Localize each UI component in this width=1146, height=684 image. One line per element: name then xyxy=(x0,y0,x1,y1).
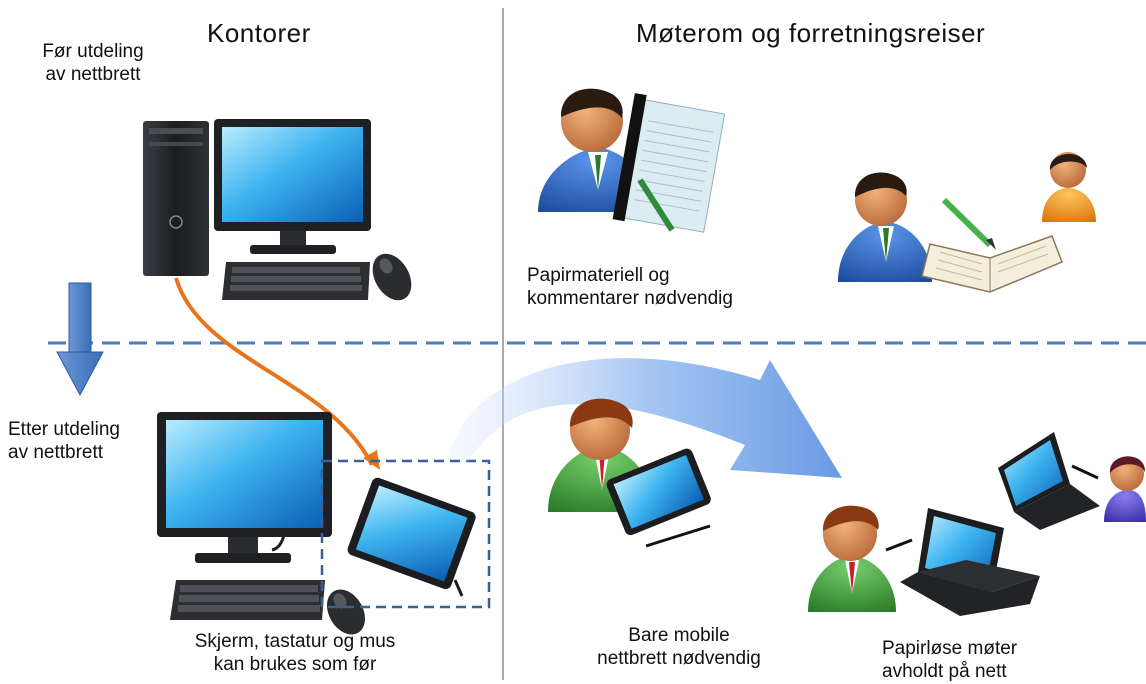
open-book-icon xyxy=(921,197,1063,293)
remote-laptop-icon xyxy=(998,432,1100,530)
offices-header: Kontorer xyxy=(207,18,311,48)
reuse-caption: Skjerm, tastatur og mus kan brukes som f… xyxy=(170,630,420,676)
remote-woman-icon xyxy=(1104,456,1146,522)
before-label-line2: av nettbrett xyxy=(45,64,141,85)
after-label-line1: Etter utdeling xyxy=(8,419,120,440)
person-with-book-icon xyxy=(838,172,932,282)
desktop-computer-icon xyxy=(143,119,412,301)
tablet-caption: Bare mobile nettbrett nødvendig xyxy=(574,624,784,670)
curved-blue-arrow xyxy=(448,358,842,478)
keyboard-icon xyxy=(170,580,325,620)
person-with-tablet-icon xyxy=(548,398,711,548)
paper-caption-line2: kommentarer nødvendig xyxy=(527,288,733,309)
paperless-caption-line1: Papirløse møter xyxy=(882,638,1018,659)
before-after-down-arrow xyxy=(56,282,104,397)
person-with-laptop-icon xyxy=(808,505,913,612)
reuse-dashed-box xyxy=(320,459,491,609)
reuse-caption-line1: Skjerm, tastatur og mus xyxy=(194,631,396,652)
person-with-document-icon xyxy=(538,88,726,233)
after-label-line2: av nettbrett xyxy=(8,442,104,463)
orange-link-arrow xyxy=(174,277,374,466)
after-label: Etter utdeling av nettbrett xyxy=(8,418,120,464)
meetings-header: Møterom og forretningsreiser xyxy=(636,18,986,48)
tablet-caption-line2: nettbrett nødvendig xyxy=(597,648,761,669)
paperless-caption-line2: avholdt på nett xyxy=(882,661,1007,682)
before-label: Før utdeling av nettbrett xyxy=(28,40,158,86)
mouse-icon xyxy=(327,589,365,635)
before-label-line1: Før utdeling xyxy=(42,41,144,62)
desktop-monitor-icon xyxy=(157,412,332,563)
laptop-icon xyxy=(900,508,1040,616)
woman-icon xyxy=(1042,152,1096,222)
paper-caption-line1: Papirmateriell og xyxy=(527,265,670,286)
tablet-caption-line1: Bare mobile xyxy=(628,625,730,646)
tablet-icon xyxy=(347,477,476,590)
reuse-caption-line2: kan brukes som før xyxy=(213,654,377,675)
paperless-caption: Papirløse møter avholdt på nett xyxy=(882,637,1017,683)
paper-caption: Papirmateriell og kommentarer nødvendig xyxy=(527,264,733,310)
